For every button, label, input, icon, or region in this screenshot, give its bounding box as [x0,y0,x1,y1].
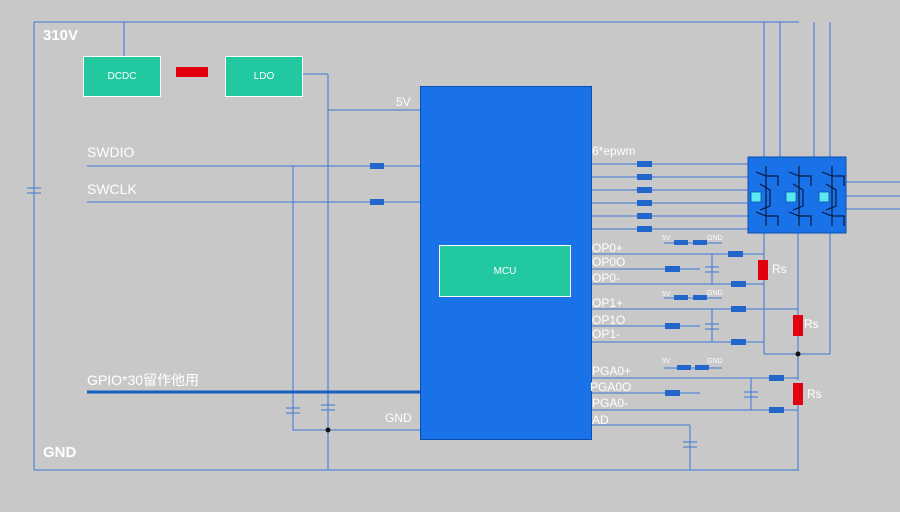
pin-op0o-label: OP0O [592,255,626,269]
bias-5v-label-op0: 5V [662,235,671,242]
bias-gnd-label-pga: GND [707,358,723,365]
pin-pga0p-label: PGA0+ [592,364,632,378]
shunt-resistors [176,67,803,405]
pin-ad-label: AD [592,413,609,427]
pin-op1p-label: OP1+ [592,296,624,310]
pin-op1o-label: OP1O [592,313,626,327]
pin-pga0o-label: PGA0O [590,380,632,394]
mcu-core-block: MCU [439,245,571,297]
bias-gnd-label-op0: GND [707,235,723,242]
rail-310v-label: 310V [43,27,79,44]
pin-gnd-label: GND [385,411,412,425]
bias-gnd-label-op1: GND [707,290,723,297]
shunt-rs-label-3: Rs [807,387,822,401]
dcdc-block: DCDC [83,56,161,97]
bias-5v-label-pga: 5V [662,358,671,365]
inverter-bridge [747,156,847,234]
swclk-label: SWCLK [87,181,137,197]
rail-gnd-label: GND [43,444,77,461]
pin-op0m-label: OP0- [592,271,621,285]
gpio-label: GPIO*30留作他用 [87,372,200,388]
small-resistors [370,161,784,413]
ldo-block: LDO [225,56,303,97]
pin-op0p-label: OP0+ [592,241,624,255]
junction-dots [325,351,801,433]
pin-5v-label: 5V [396,95,411,109]
pin-op1m-label: OP1- [592,327,621,341]
shunt-rs-label-2: Rs [804,317,819,331]
pin-pga0m-label: PGA0- [592,396,629,410]
wires [27,21,900,471]
shunt-rs-label-1: Rs [772,262,787,276]
pin-epwm-label: 6*epwm [592,144,636,158]
bias-5v-label-op1: 5V [662,291,671,298]
swdio-label: SWDIO [87,144,135,160]
